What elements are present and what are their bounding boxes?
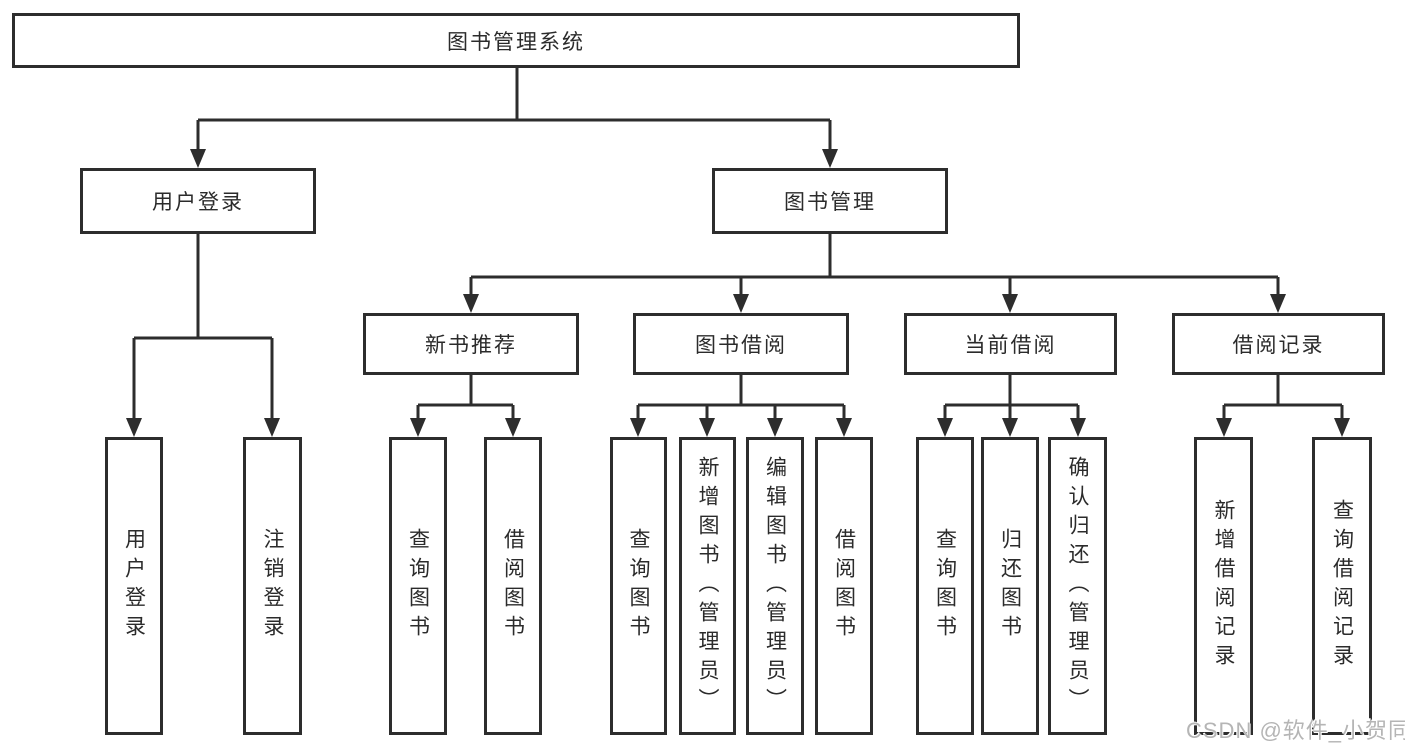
leaf-user-login: 用户登录 — [105, 437, 163, 735]
leaf-borrow-books: 借阅图书 — [815, 437, 873, 735]
leaf-confirm-return-admin-label: 确认归还（管理员） — [1066, 455, 1089, 717]
leaf-query-books-current-label: 查询图书 — [933, 528, 957, 644]
edges-new-book-children — [410, 375, 521, 437]
leaf-query-books-recommend: 查询图书 — [389, 437, 447, 735]
edges-book-borrow-children — [630, 375, 852, 437]
edges-user-login-children — [126, 234, 280, 437]
leaf-query-books-current: 查询图书 — [916, 437, 974, 735]
node-new-book-recommend: 新书推荐 — [363, 313, 579, 375]
node-book-management: 图书管理 — [712, 168, 948, 234]
leaf-confirm-return-admin: 确认归还（管理员） — [1048, 437, 1107, 735]
node-book-borrow: 图书借阅 — [633, 313, 849, 375]
node-user-login-label: 用户登录 — [152, 191, 244, 214]
leaf-user-login-label: 用户登录 — [122, 528, 146, 644]
leaf-query-books-recommend-label: 查询图书 — [406, 528, 430, 644]
node-current-borrow-label: 当前借阅 — [964, 334, 1057, 357]
edges-root-to-level2 — [190, 68, 838, 168]
node-new-book-recommend-label: 新书推荐 — [425, 334, 517, 357]
leaf-add-borrow-record: 新增借阅记录 — [1194, 437, 1253, 735]
node-book-management-label: 图书管理 — [784, 191, 876, 214]
leaf-add-book-admin: 新增图书（管理员） — [679, 437, 736, 735]
leaf-return-books: 归还图书 — [981, 437, 1039, 735]
edges-book-management-children — [463, 234, 1286, 313]
node-library-system-root: 图书管理系统 — [12, 13, 1020, 68]
leaf-borrow-books-recommend: 借阅图书 — [484, 437, 542, 735]
node-library-system-root-label: 图书管理系统 — [447, 30, 585, 54]
leaf-query-books-borrow: 查询图书 — [610, 437, 667, 735]
leaf-edit-book-admin-label: 编辑图书（管理员） — [763, 455, 787, 717]
node-borrow-records: 借阅记录 — [1172, 313, 1385, 375]
node-current-borrow: 当前借阅 — [904, 313, 1117, 375]
node-book-borrow-label: 图书借阅 — [695, 334, 787, 357]
edges-current-borrow-children — [937, 375, 1086, 437]
edges-borrow-record-children — [1216, 375, 1350, 437]
leaf-edit-book-admin: 编辑图书（管理员） — [746, 437, 804, 735]
node-user-login: 用户登录 — [80, 168, 316, 234]
leaf-query-borrow-record-label: 查询借阅记录 — [1330, 499, 1354, 673]
leaf-borrow-books-recommend-label: 借阅图书 — [501, 528, 525, 644]
csdn-watermark: CSDN @软件_小贺同学 — [1186, 718, 1405, 743]
leaf-return-books-label: 归还图书 — [998, 528, 1022, 644]
leaf-borrow-books-label: 借阅图书 — [832, 528, 856, 644]
leaf-logout-label: 注销登录 — [261, 528, 284, 644]
leaf-query-borrow-record: 查询借阅记录 — [1312, 437, 1372, 735]
leaf-query-books-borrow-label: 查询图书 — [627, 528, 650, 644]
leaf-logout: 注销登录 — [243, 437, 302, 735]
leaf-add-borrow-record-label: 新增借阅记录 — [1212, 499, 1235, 673]
leaf-add-book-admin-label: 新增图书（管理员） — [696, 455, 719, 717]
node-borrow-records-label: 借阅记录 — [1232, 334, 1325, 357]
